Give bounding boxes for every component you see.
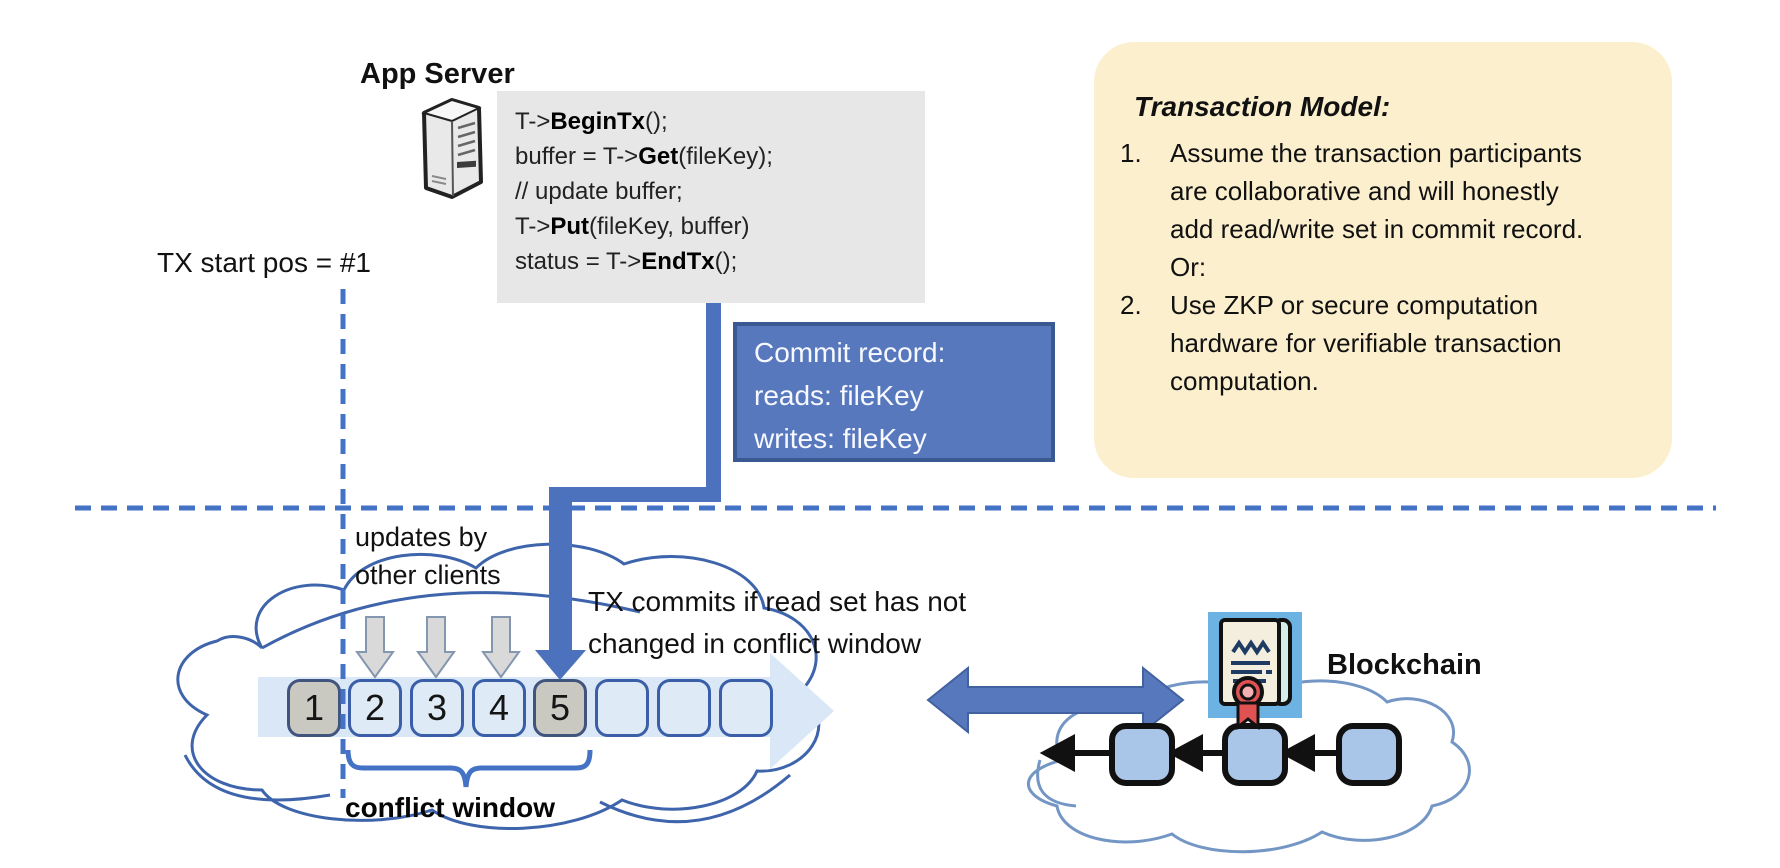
transaction-code-panel: T->BeginTx(); buffer = T->Get(fileKey); //… [497,91,925,303]
smart-contract-icon [1208,612,1302,731]
tx-commit-note-line2: changed in conflict window [588,628,922,659]
update-arrow-icon [481,616,521,679]
commit-flow-arrow [535,303,721,680]
commit-record-title: Commit record: [754,337,946,368]
ledger-block-2: 2 [348,679,402,737]
conflict-window-brace [345,749,593,788]
code-line: buffer = T->Get(fileKey); [515,143,773,170]
ledger-block-empty-6 [595,679,649,737]
transaction-model-item-1: Assume the transaction participants are … [1120,134,1584,282]
conflict-window-label: conflict window [345,792,555,823]
code-line: T->BeginTx(); [515,108,668,135]
updates-by-other-clients-label: updates by [355,522,488,552]
commit-record-reads: reads: fileKey [754,380,924,411]
chain-arrow-icon [1279,733,1315,773]
blockchain-label: Blockchain [1327,649,1482,681]
chain-block [1222,723,1288,786]
server-tower-icon [421,98,483,199]
transaction-model-item-2: Use ZKP or secure computation hardware f… [1120,286,1569,396]
ledger-block-empty-7 [657,679,711,737]
chain-arrow-icon [1167,733,1203,773]
chain-block [1336,723,1402,786]
chain-block [1109,723,1175,786]
transaction-model-title: Transaction Model: [1134,91,1391,122]
ledger-block-3: 3 [410,679,464,737]
code-line: // update buffer; [515,178,683,205]
ledger-block-5: 5 [533,679,587,737]
ledger-block-4: 4 [472,679,526,737]
chain-arrow-icon [1039,733,1075,773]
update-arrow-icon [355,616,395,679]
update-arrow-icon [416,616,456,679]
code-line: status = T->EndTx(); [515,248,738,275]
code-line: T->Put(fileKey, buffer) [515,213,750,240]
tx-commit-note-line1: TX commits if read set has not [588,586,967,617]
transaction-model-list: Assume the transaction participants are … [1120,134,1590,400]
update-arrows [355,616,521,679]
tx-start-pos-label: TX start pos = #1 [157,247,371,278]
commit-record-box: Commit record: reads: fileKey writes: fi… [733,322,1055,462]
ledger-block-1: 1 [287,679,341,737]
code-lines: T->BeginTx(); buffer = T->Get(fileKey); //… [515,104,925,279]
sync-double-arrow [926,665,1185,735]
app-server-label: App Server [360,58,515,90]
updates-by-other-clients-label-line2: other clients [355,560,501,590]
blockchain-chain [1039,723,1402,786]
ledger-block-empty-8 [719,679,773,737]
commit-record-writes: writes: fileKey [754,423,927,454]
blockchain-cloud [1027,679,1471,854]
